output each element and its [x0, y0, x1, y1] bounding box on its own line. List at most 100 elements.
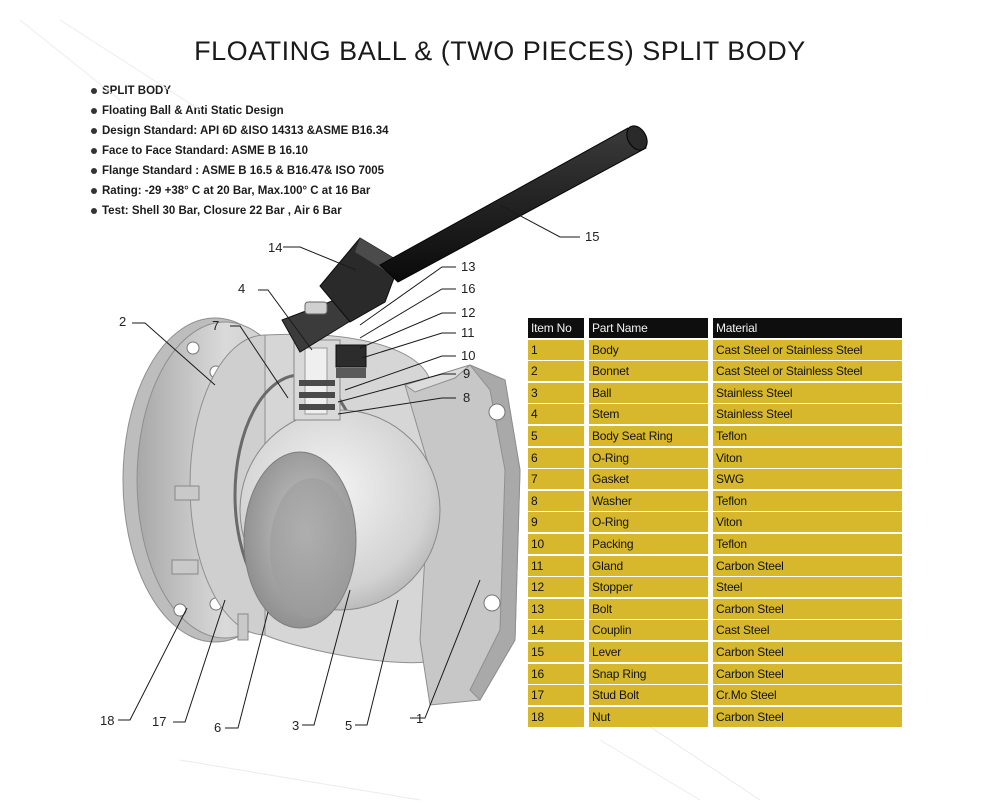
callout-1: 1 [416, 711, 424, 726]
cell-material: Teflon [713, 425, 902, 446]
cell-item-no: 9 [528, 512, 584, 533]
cell-item-no: 4 [528, 404, 584, 425]
cell-material: Teflon [713, 490, 902, 511]
cell-part-name: Body [589, 339, 708, 360]
cell-material: Carbon Steel [713, 641, 902, 662]
cell-item-no: 12 [528, 577, 584, 598]
callout-6: 6 [214, 720, 222, 735]
header-item-no: Item No [528, 318, 584, 338]
background-sketch [19, 19, 761, 801]
header-material: Material [713, 318, 902, 338]
bullet-icon [91, 128, 97, 134]
cell-part-name: O-Ring [589, 512, 708, 533]
cell-material: Carbon Steel [713, 598, 902, 619]
cell-part-name: Gland [589, 555, 708, 576]
cell-part-name: Body Seat Ring [589, 425, 708, 446]
cell-part-name: Gasket [589, 469, 708, 490]
cell-material: Carbon Steel [713, 555, 902, 576]
cell-part-name: Stopper [589, 577, 708, 598]
callout-12: 12 [461, 305, 476, 320]
bullet-icon [91, 108, 97, 114]
cell-part-name: Ball [589, 382, 708, 403]
cell-material: Cr.Mo Steel [713, 685, 902, 706]
callout-11: 11 [461, 325, 475, 340]
cell-item-no: 18 [528, 706, 584, 727]
cell-part-name: Lever [589, 641, 708, 662]
bullet-icon [91, 208, 97, 214]
cell-item-no: 3 [528, 382, 584, 403]
feature-item: Face to Face Standard: ASME B 16.10 [91, 143, 389, 163]
callout-7: 7 [212, 318, 220, 333]
cell-material: Stainless Steel [713, 382, 902, 403]
callout-15: 15 [585, 229, 600, 244]
cell-material: Steel [713, 577, 902, 598]
cell-part-name: Bonnet [589, 361, 708, 382]
callout-9: 9 [463, 366, 471, 381]
cell-material: Cast Steel or Stainless Steel [713, 339, 902, 360]
cell-material: Viton [713, 447, 902, 468]
cell-item-no: 1 [528, 339, 584, 360]
cell-part-name: Packing [589, 533, 708, 554]
callout-3: 3 [292, 718, 300, 733]
bullet-icon [91, 168, 97, 174]
cell-material: Carbon Steel [713, 663, 902, 684]
cell-material: Cast Steel or Stainless Steel [713, 361, 902, 382]
feature-item: Floating Ball & Anti Static Design [91, 103, 389, 123]
cell-part-name: O-Ring [589, 447, 708, 468]
bullet-icon [91, 88, 97, 94]
cell-part-name: Bolt [589, 598, 708, 619]
callout-18: 18 [100, 713, 115, 728]
cell-material: Viton [713, 512, 902, 533]
stem-assembly [281, 297, 367, 421]
cell-part-name: Stud Bolt [589, 685, 708, 706]
feature-item: Flange Standard : ASME B 16.5 & B16.47& … [91, 163, 389, 183]
bullet-icon [91, 188, 97, 194]
callout-13: 13 [461, 259, 476, 274]
cell-material: Stainless Steel [713, 404, 902, 425]
callout-10: 10 [461, 348, 476, 363]
cell-material: Cast Steel [713, 620, 902, 641]
feature-item: Design Standard: API 6D &ISO 14313 &ASME… [91, 123, 389, 143]
diagram-title: FLOATING BALL & (TWO PIECES) SPLIT BODY [194, 36, 806, 66]
cell-item-no: 8 [528, 490, 584, 511]
cell-item-no: 5 [528, 425, 584, 446]
callout-14: 14 [268, 240, 283, 255]
callout-2: 2 [119, 314, 127, 329]
ball [239, 409, 441, 629]
table-header-row: Item No Part Name Material [528, 318, 902, 338]
cell-item-no: 11 [528, 555, 584, 576]
cell-item-no: 2 [528, 361, 584, 382]
cell-item-no: 15 [528, 641, 584, 662]
cell-material: Carbon Steel [713, 706, 902, 727]
header-part-name: Part Name [589, 318, 708, 338]
feature-item: Test: Shell 30 Bar, Closure 22 Bar , Air… [91, 203, 389, 223]
cell-part-name: Snap Ring [589, 663, 708, 684]
cell-item-no: 7 [528, 469, 584, 490]
callout-17: 17 [152, 714, 167, 729]
body-flange [403, 364, 521, 706]
callout-5: 5 [345, 718, 353, 733]
cell-material: SWG [713, 469, 902, 490]
callout-8: 8 [463, 390, 471, 405]
cell-material: Teflon [713, 533, 902, 554]
cell-item-no: 17 [528, 685, 584, 706]
feature-list: SPLIT BODY Floating Ball & Anti Static D… [91, 83, 389, 223]
cell-item-no: 10 [528, 533, 584, 554]
cell-item-no: 14 [528, 620, 584, 641]
cell-item-no: 13 [528, 598, 584, 619]
